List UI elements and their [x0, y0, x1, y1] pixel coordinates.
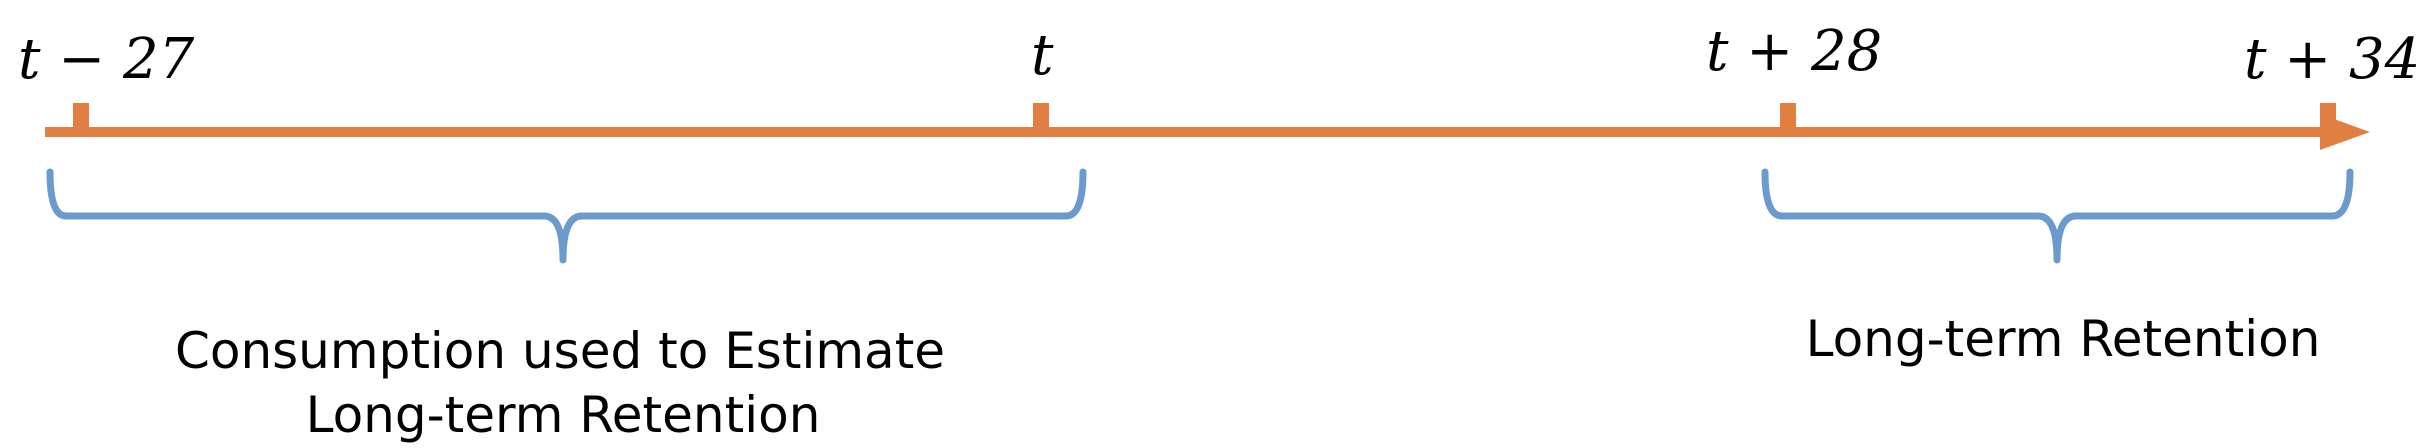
tick-label-t: t — [1031, 23, 1054, 88]
tick-label-t-plus-28: t + 28 — [1706, 19, 1882, 84]
left-brace-caption-line2: Long-term Retention — [306, 386, 821, 444]
tick-label-t-plus-34: t + 34 — [2244, 27, 2420, 92]
left-brace — [46, 168, 1087, 264]
left-brace-caption-line1: Consumption used to Estimate — [175, 322, 945, 380]
tick-mark-t-plus-28 — [1780, 103, 1796, 130]
tick-label-t-minus-27: t − 27 — [18, 27, 195, 92]
tick-mark-t-plus-34 — [2320, 103, 2336, 130]
tick-mark-t — [1033, 103, 1049, 130]
tick-mark-t-minus-27 — [73, 103, 89, 130]
right-brace-caption: Long-term Retention — [1806, 310, 2321, 368]
right-brace — [1761, 168, 2354, 264]
